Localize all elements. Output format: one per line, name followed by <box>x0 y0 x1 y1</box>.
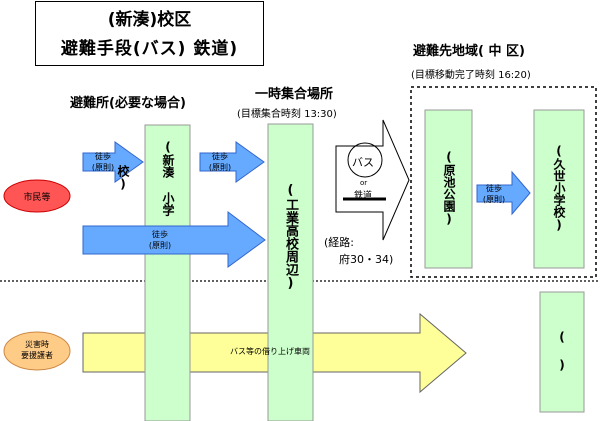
walk-label-4: 徒歩 (原則) <box>478 183 510 205</box>
bus-circle <box>347 142 383 178</box>
walk-label-4-line1: 徒歩 <box>486 184 502 193</box>
shelter-box <box>144 124 191 421</box>
walk-arrow-1 <box>82 141 144 183</box>
disaster-label-line1: 災害時 <box>25 340 49 349</box>
residents-oval <box>3 179 71 213</box>
shelter-header: 避難所(必要な場合) <box>70 96 186 111</box>
title-line2: 避難手段(バス) 鉄道) <box>60 39 239 59</box>
evac-area-frame <box>410 86 597 278</box>
title-line1: (新湊)校区 <box>107 10 192 30</box>
walk-label-2-line1: 徒歩 <box>212 152 228 161</box>
walk-label-1-line2: (原則) <box>91 163 115 172</box>
bus-option-label: バス <box>352 156 374 169</box>
walk-label-3-line2: (原則) <box>148 241 172 250</box>
or-label: or <box>360 179 368 187</box>
dest2-box-label: (久世小学校) <box>552 144 566 232</box>
walk-label-2: 徒歩 (原則) <box>205 151 235 173</box>
walk-arrow-3 <box>82 210 266 268</box>
title-box <box>35 1 264 66</box>
disaster-label-line2: 要援護者 <box>21 351 53 360</box>
transport-arrow <box>335 119 410 241</box>
rail-option-label: 鉄道 <box>354 191 373 201</box>
assembly-header: 一時集合場所 <box>255 87 334 102</box>
dest1-box-label: (原池公園) <box>442 150 456 226</box>
walk-arrow-2 <box>199 141 265 183</box>
assembly-target: (目標集合時刻 13:30) <box>237 109 337 120</box>
bus-arrow-label: バス等の借り上げ車両 <box>230 347 310 356</box>
shelter-box-label: (新湊 小学校) <box>116 140 175 216</box>
walk-arrow-4 <box>476 170 531 216</box>
evac-area-target: (目標移動完了時刻 16:20) <box>411 70 531 81</box>
assembly-box <box>267 123 314 421</box>
dest1-box <box>424 109 473 269</box>
disaster-oval <box>3 331 71 371</box>
walk-label-3: 徒歩 (原則) <box>140 229 180 251</box>
assembly-box-label: (工業高校周辺) <box>283 183 298 291</box>
route-line2: 府30・34) <box>339 253 394 266</box>
evac-area-header: 避難先地域( 中 区) <box>413 44 525 59</box>
route-line1: (経路: <box>324 236 354 249</box>
disaster-label: 災害時 要援護者 <box>4 339 70 361</box>
walk-label-4-line2: (原則) <box>482 195 506 204</box>
walk-label-3-line1: 徒歩 <box>152 230 168 239</box>
dest2-box <box>533 109 585 269</box>
walk-label-2-line2: (原則) <box>208 163 232 172</box>
dest3-box <box>539 291 585 413</box>
walk-label-1: 徒歩 (原則) <box>88 151 118 173</box>
dest3-box-label: ( ) <box>555 330 569 372</box>
walk-label-1-line1: 徒歩 <box>95 152 111 161</box>
residents-label: 市民等 <box>23 193 51 203</box>
